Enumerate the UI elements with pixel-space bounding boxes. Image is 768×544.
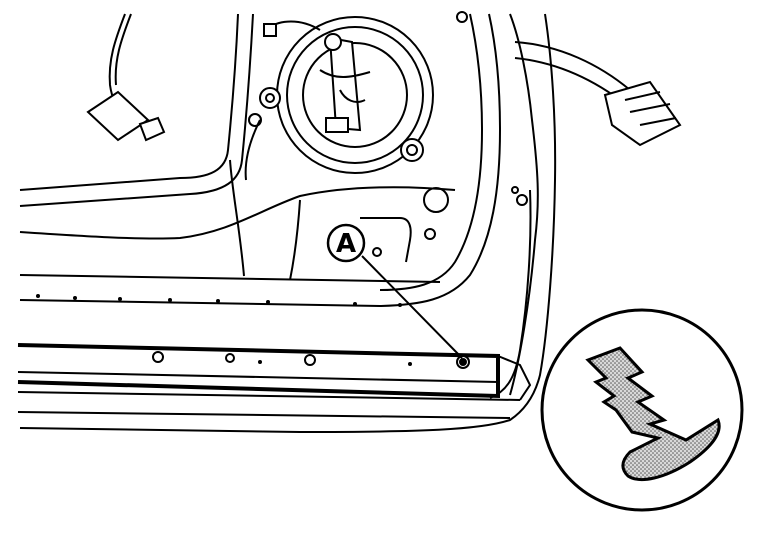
speaker (248, 16, 434, 174)
clip-detail-inset (540, 308, 744, 512)
door-inner-panel (19, 13, 557, 434)
door-trim-strip (17, 343, 532, 419)
callout-a: A (326, 223, 463, 359)
wiring-harness-right (456, 11, 682, 206)
clip-icon (585, 346, 721, 481)
callout-a-label: A (336, 229, 356, 259)
panel-holes (372, 187, 449, 257)
rivet-dots (36, 294, 412, 366)
wiring-harness-left (86, 13, 321, 142)
